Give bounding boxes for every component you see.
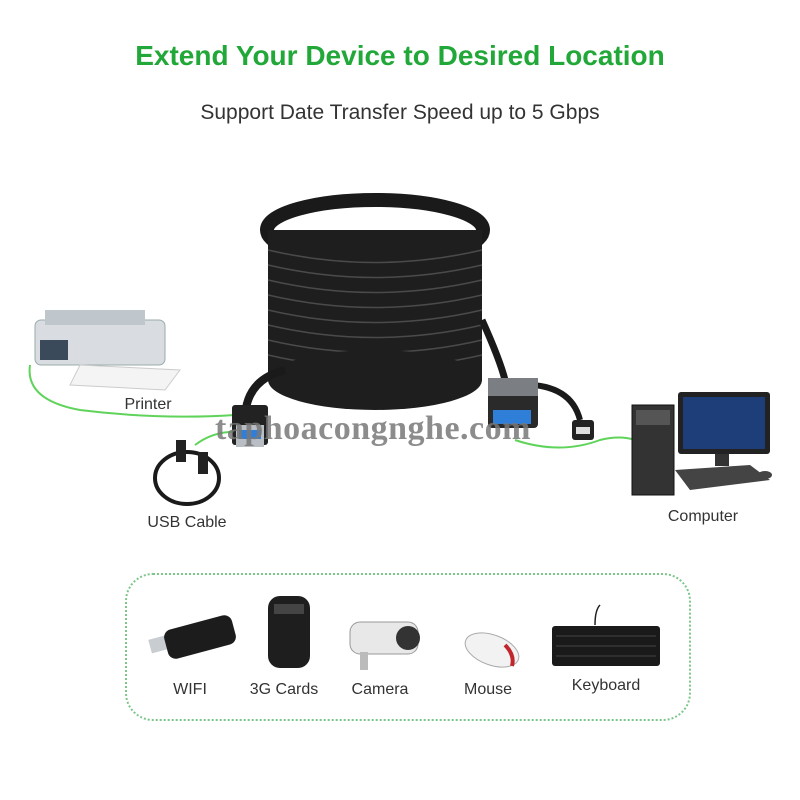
page-title: Extend Your Device to Desired Location (135, 40, 665, 71)
computer-label: Computer (667, 508, 739, 525)
watermark: taphoacongnghe.com (215, 410, 531, 447)
usb-cable-image (153, 440, 221, 506)
compatible-devices-box (125, 573, 691, 721)
security-camera-icon (349, 621, 420, 670)
computer-image (631, 392, 772, 496)
cable-coil-image (241, 193, 583, 421)
compatible-device-label-mouse: Mouse (463, 681, 513, 698)
usb-cable-label: USB Cable (147, 514, 227, 531)
micro-usb-power-image (572, 420, 594, 440)
connection-line-computer (514, 436, 636, 449)
usb-a-plug-image (232, 405, 268, 447)
mouse-icon (464, 632, 520, 668)
compatible-device-label-camera: Camera (351, 681, 409, 698)
compatible-device-label-keyboard: Keyboard (571, 677, 641, 694)
printer-image (34, 310, 181, 391)
compatible-device-label-wifi: WIFI (173, 681, 207, 698)
usb-a-socket-image (488, 378, 538, 428)
printer-label: Printer (124, 396, 172, 413)
keyboard-icon (552, 604, 660, 666)
page-subtitle: Support Date Transfer Speed up to 5 Gbps (200, 101, 600, 124)
3g-card-icon (268, 596, 310, 668)
connection-line-printer (28, 364, 236, 418)
wifi-adapter-icon (148, 615, 236, 659)
compatible-device-label-3g: 3G Cards (249, 681, 319, 698)
